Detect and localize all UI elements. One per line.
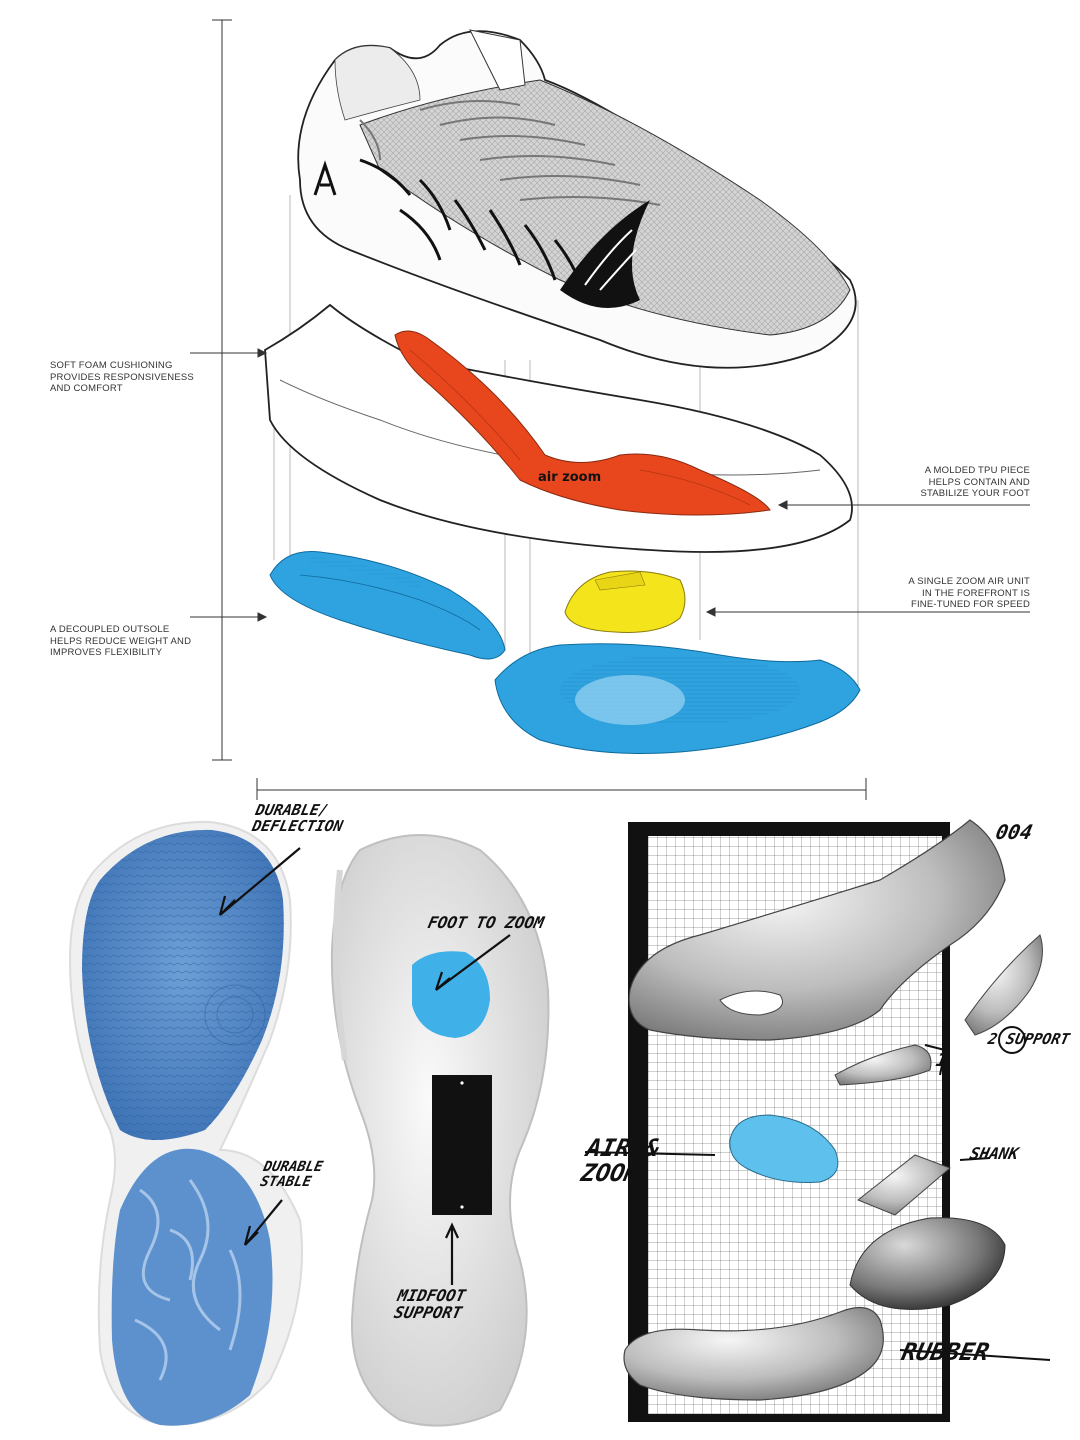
heel-outsole bbox=[269, 550, 506, 660]
dimension-lines bbox=[212, 19, 867, 800]
note-foot-to-zoom: FOOT TO ZOOM bbox=[426, 913, 546, 932]
tpu-piece bbox=[394, 330, 771, 516]
outsole-render bbox=[68, 820, 303, 1427]
note-sketch-number: 004 bbox=[993, 820, 1035, 844]
midsole-brand-mark: air zoom bbox=[538, 470, 602, 485]
note-rubber: RUBBER bbox=[899, 1338, 992, 1366]
zoom-window bbox=[412, 951, 490, 1038]
shoe-upper bbox=[297, 29, 857, 369]
forefoot-outsole bbox=[494, 643, 861, 754]
midfoot-plate bbox=[432, 1075, 492, 1215]
foam-callout: SOFT FOAM CUSHIONING PROVIDES RESPONSIVE… bbox=[50, 360, 194, 394]
note-durable-stable: DURABLE STABLE bbox=[258, 1159, 325, 1190]
note-shank: SHANK bbox=[968, 1144, 1021, 1163]
insole-render bbox=[330, 834, 550, 1427]
zoom-unit-callout: A SINGLE ZOOM AIR UNIT IN THE FOREFRONT … bbox=[908, 576, 1030, 610]
zoom-air-unit bbox=[564, 570, 686, 633]
outsole-callout: A DECOUPLED OUTSOLE HELPS REDUCE WEIGHT … bbox=[50, 624, 192, 658]
tpu-callout: A MOLDED TPU PIECE HELPS CONTAIN AND STA… bbox=[920, 465, 1030, 499]
note-air-zoom: AIR & ZOOM bbox=[578, 1134, 663, 1188]
midsole bbox=[264, 303, 853, 553]
concept-sketch-panel bbox=[584, 819, 1051, 1422]
note-midfoot-support: MIDFOOT SUPPORT bbox=[392, 1286, 468, 1322]
note-durable-deflection: DURABLE/ DEFLECTION bbox=[250, 801, 345, 835]
note-support: 2 SUPPORT bbox=[986, 1030, 1072, 1048]
